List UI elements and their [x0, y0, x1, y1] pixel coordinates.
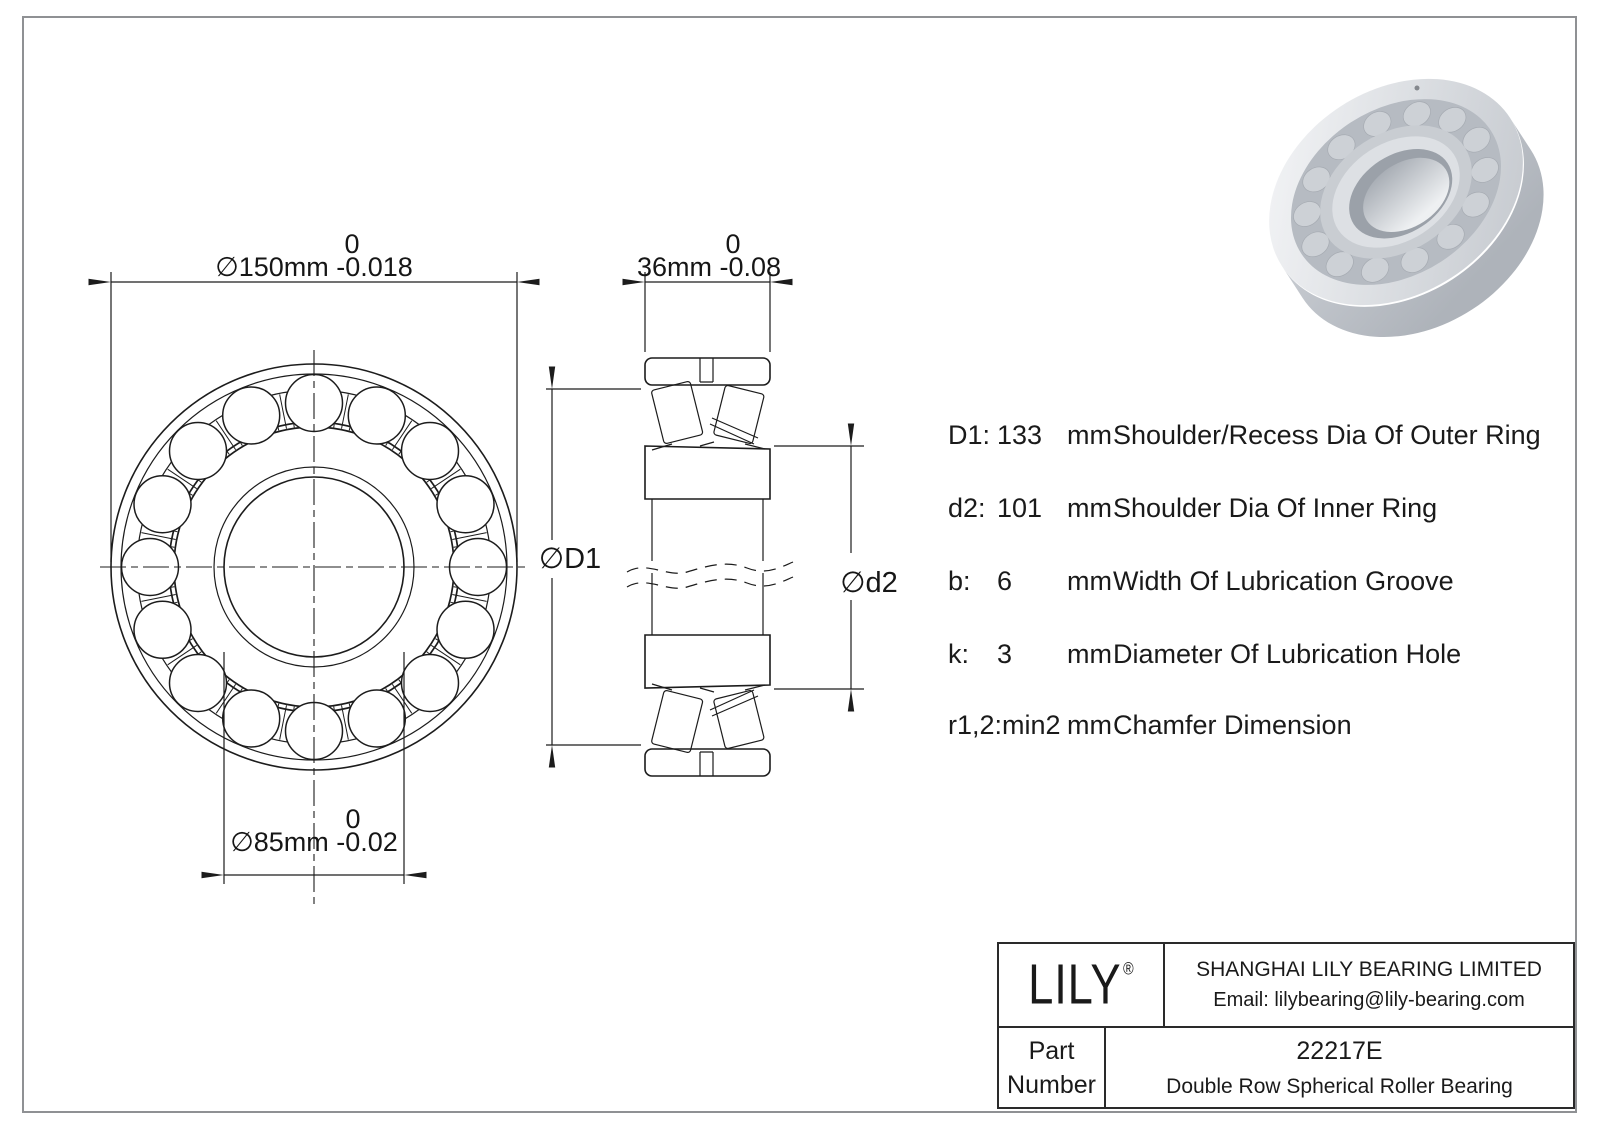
spec-row-b: b: 6 mm Width Of Lubrication Groove — [948, 565, 1454, 597]
lily-logo: LILY® — [1028, 953, 1134, 1017]
spec-desc: Shoulder/Recess Dia Of Outer Ring — [1113, 420, 1541, 450]
spec-unit: mm — [1067, 566, 1112, 596]
part-number-label: Part Number — [999, 1028, 1106, 1107]
company-name: SHANGHAI LILY BEARING LIMITED — [1196, 958, 1542, 981]
spec-value: 6 — [997, 566, 1013, 596]
lubrication-hole-dot — [1414, 85, 1420, 91]
lubrication-groove — [700, 751, 713, 775]
dim-outer-diameter-label: ∅150mm -0.018 — [215, 252, 413, 282]
spec-value: 133 — [997, 420, 1043, 450]
dim-d1-label: ∅D1 — [539, 543, 601, 575]
spec-row-d1: D1:133 mm Shoulder/Recess Dia Of Outer R… — [948, 419, 1541, 451]
title-block: LILY® SHANGHAI LILY BEARING LIMITED Emai… — [997, 942, 1575, 1109]
spec-desc: Width Of Lubrication Groove — [1113, 566, 1454, 596]
part-number-value: 22217E — [1296, 1036, 1383, 1065]
sheet-border — [22, 16, 1577, 1113]
dim-width-label: 36mm -0.08 — [637, 252, 781, 282]
spec-unit: mm — [1067, 639, 1112, 669]
spec-desc: Chamfer Dimension — [1113, 710, 1352, 740]
title-block-top-row: LILY® SHANGHAI LILY BEARING LIMITED Emai… — [999, 944, 1573, 1028]
logo-word: LILY — [1027, 953, 1122, 1017]
bearing-3d-image — [1269, 78, 1544, 338]
company-email: Email: lilybearing@lily-bearing.com — [1213, 989, 1525, 1011]
spec-desc: Diameter Of Lubrication Hole — [1113, 639, 1462, 669]
part-description: Double Row Spherical Roller Bearing — [1166, 1074, 1513, 1098]
dimension-annotations: 0 ∅150mm -0.018 0 36mm -0.08 0 ∅85mm -0.… — [88, 229, 898, 884]
registered-mark: ® — [1122, 959, 1135, 979]
spec-row-d2: d2: 101 mm Shoulder Dia Of Inner Ring — [948, 492, 1437, 524]
spec-label: b: — [948, 566, 971, 596]
dim-outer-tolerance: 0 — [344, 229, 359, 259]
section-view-drawing — [626, 357, 794, 777]
logo-cell: LILY® — [999, 944, 1165, 1026]
render-rollers — [1293, 101, 1499, 283]
spec-label: r1,2:min2 — [948, 710, 1061, 740]
part-number-cell: 22217E Double Row Spherical Roller Beari… — [1106, 1028, 1573, 1107]
part-label-line2: Number — [1007, 1070, 1096, 1099]
lubrication-groove — [700, 359, 713, 383]
dim-width-tolerance: 0 — [725, 229, 740, 259]
spec-label: k: — [948, 639, 970, 669]
spec-unit: mm — [1067, 493, 1112, 523]
spec-value: 101 — [997, 493, 1043, 523]
dim-bore-tolerance: 0 — [345, 804, 360, 834]
spec-unit: mm — [1067, 420, 1112, 450]
company-cell: SHANGHAI LILY BEARING LIMITED Email: lil… — [1165, 944, 1573, 1026]
spec-desc: Shoulder Dia Of Inner Ring — [1113, 493, 1438, 523]
spec-row-k: k: 3 mm Diameter Of Lubrication Hole — [948, 638, 1461, 670]
rollers — [120, 373, 508, 761]
front-view-drawing — [100, 350, 530, 905]
spec-label: d2: — [948, 493, 986, 523]
title-block-bottom-row: Part Number 22217E Double Row Spherical … — [999, 1028, 1573, 1107]
spec-value: 3 — [997, 639, 1013, 669]
spec-label: D1: — [948, 420, 991, 450]
dim-bore-label: ∅85mm -0.02 — [230, 827, 398, 857]
spec-row-r12: r1,2:min2 mm Chamfer Dimension — [948, 709, 1352, 741]
spec-unit: mm — [1067, 710, 1112, 740]
part-label-line1: Part — [1028, 1036, 1075, 1065]
dim-d2-label: ∅d2 — [840, 567, 898, 599]
